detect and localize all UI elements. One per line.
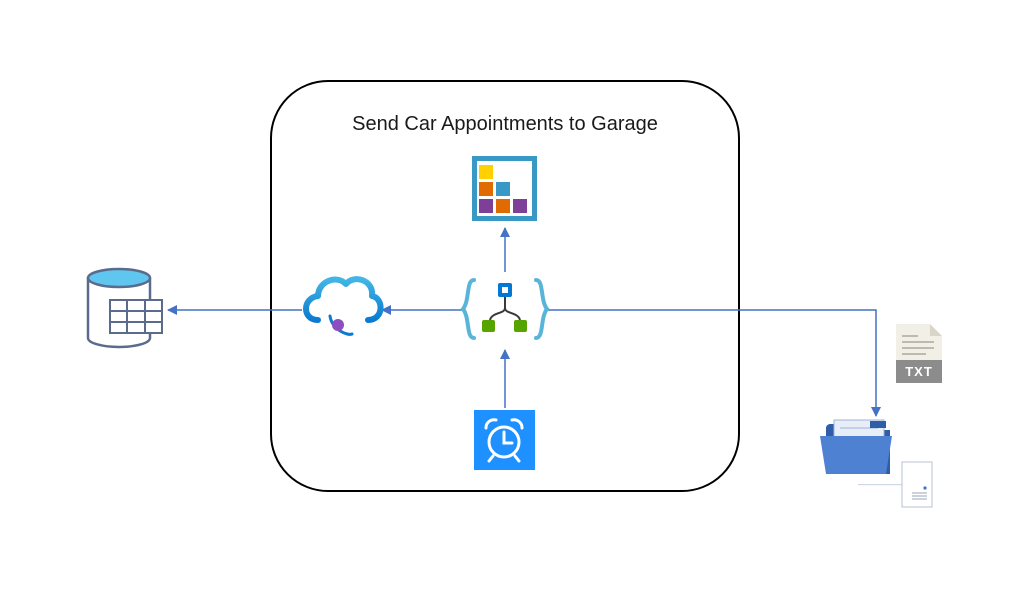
grid-tiles-icon — [472, 156, 537, 221]
edge-logic-app-to-file-share — [547, 309, 881, 417]
cloud-event-icon — [303, 276, 384, 336]
alarm-clock-icon — [474, 410, 535, 470]
workflow-boundary — [270, 80, 740, 492]
txt-file-icon — [896, 324, 942, 383]
edges — [167, 227, 881, 417]
logic-app-icon — [460, 278, 550, 340]
database-table-icon — [86, 267, 163, 349]
folder-share-icon — [820, 419, 933, 508]
txt-file-label: TXT — [905, 364, 933, 379]
diagram-title: Send Car Appointments to Garage — [352, 113, 658, 135]
